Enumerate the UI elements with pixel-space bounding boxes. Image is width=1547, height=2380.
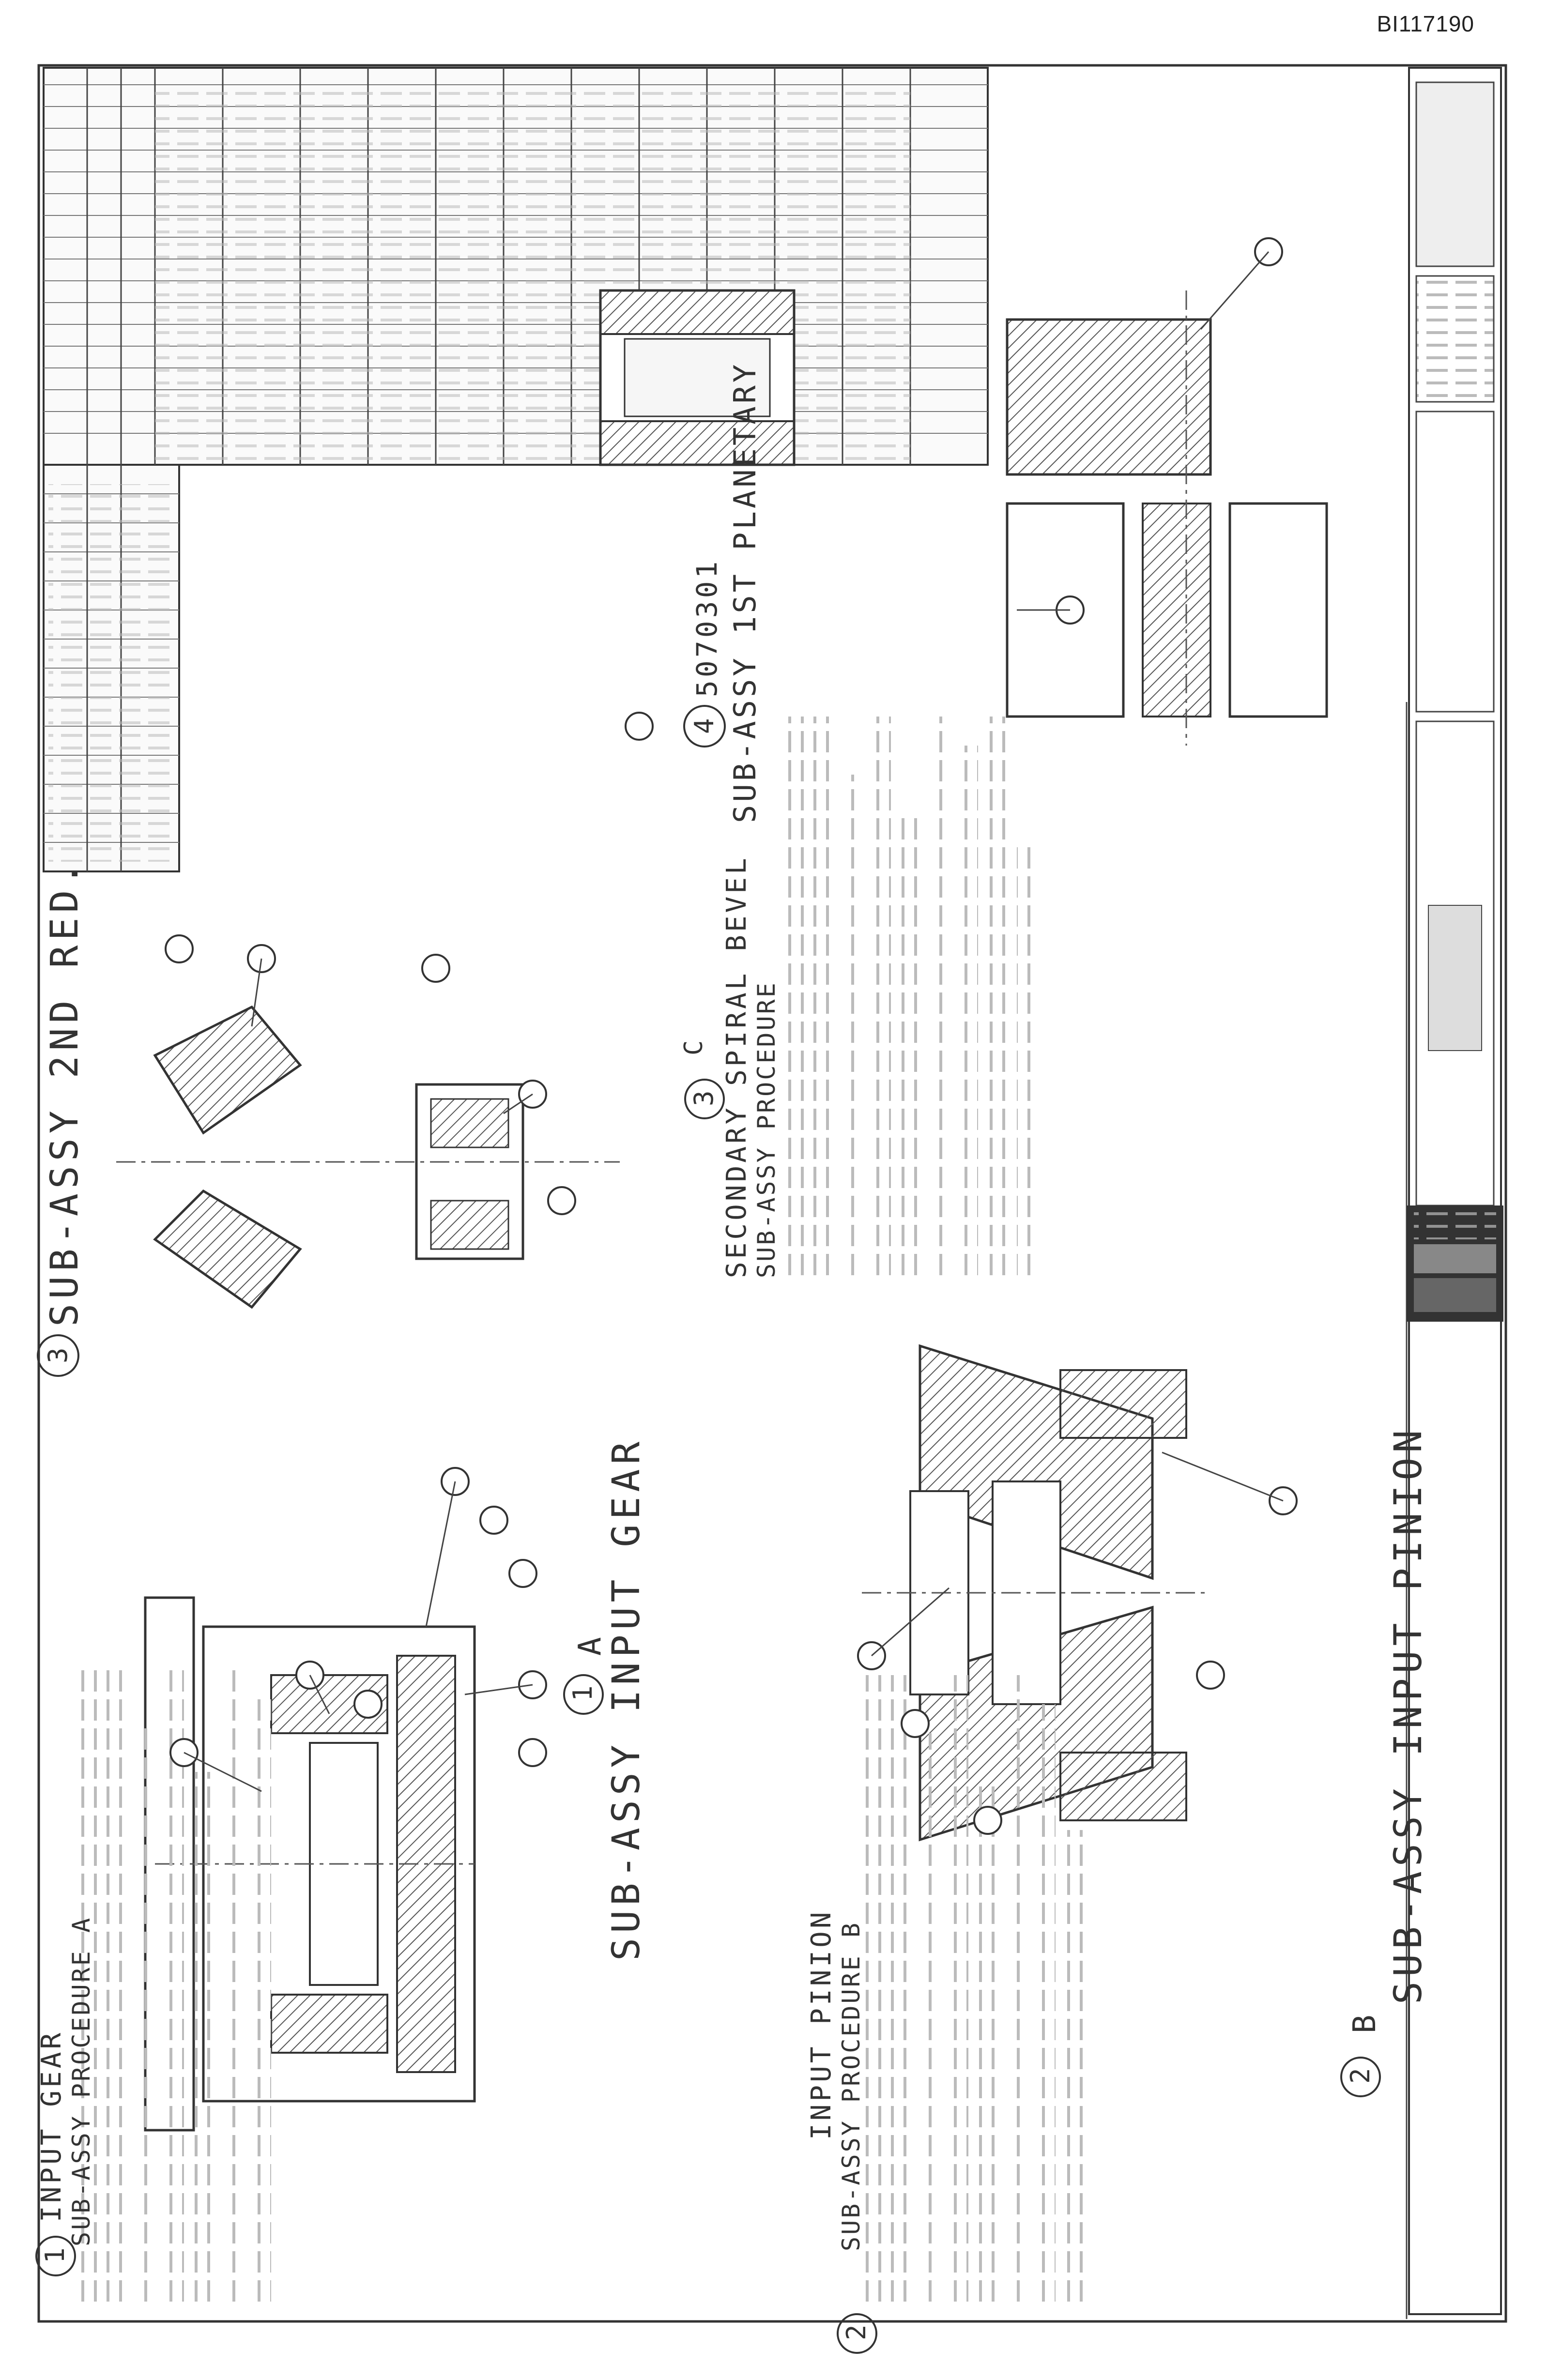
title-block [1406,67,1503,2319]
sheet-border [37,64,1507,2323]
procedure-number-input-pinion: 2 [841,2324,872,2340]
view-title-second-red: SUB-ASSY 2ND RED. [43,858,87,1327]
procedure-title-input-gear: INPUT GEAR [36,2030,67,2222]
view-part-first-planetary: 5070301 [690,559,723,697]
parts-list-table [43,67,989,872]
second-red-section-view [116,1005,620,1309]
view-number-first-planetary: 4 [689,718,720,734]
procedure-title-input-pinion: INPUT PINION [806,1909,837,2140]
view-number-input-gear: 1 [567,1685,598,1701]
view-number-second-red: 3 [43,1347,73,1363]
procedure-notes-input-pinion [862,1675,1085,2304]
procedure-suffix-spiral-bevel: C [679,1040,708,1055]
procedure-subtitle-input-gear: SUB-ASSY PROCEDURE A [67,1916,95,2246]
procedure-number-spiral-bevel: 3 [689,1090,719,1106]
procedure-title-spiral-bevel: SECONDARY SPIRAL BEVEL [721,855,752,1278]
view-title-first-planetary: SUB-ASSY 1ST PLANETARY [727,362,763,823]
procedure-subtitle-spiral-bevel: SUB-ASSY PROCEDURE [752,981,781,1278]
view-number-input-pinion: 2 [1345,2068,1376,2084]
view-title-input-pinion: SUB-ASSY INPUT PINION [1387,1425,1430,2004]
procedure-number-input-gear: 1 [40,2247,70,2263]
leader-lines [184,251,1284,1792]
callout-balloons [165,237,1298,1835]
drawing-number: BI117190 [1377,11,1474,36]
procedure-notes-input-gear [77,1665,271,2304]
first-planetary-section-view [599,289,1328,746]
view-title-input-gear: SUB-ASSY INPUT GEAR [605,1437,648,1961]
procedure-subtitle-input-pinion: SUB-ASSY PROCEDURE B [837,1921,865,2251]
view-marker-input-pinion: B [1347,2014,1383,2033]
view-marker-input-gear: A [572,1637,608,1656]
procedure-notes-spiral-bevel [784,717,1036,1278]
